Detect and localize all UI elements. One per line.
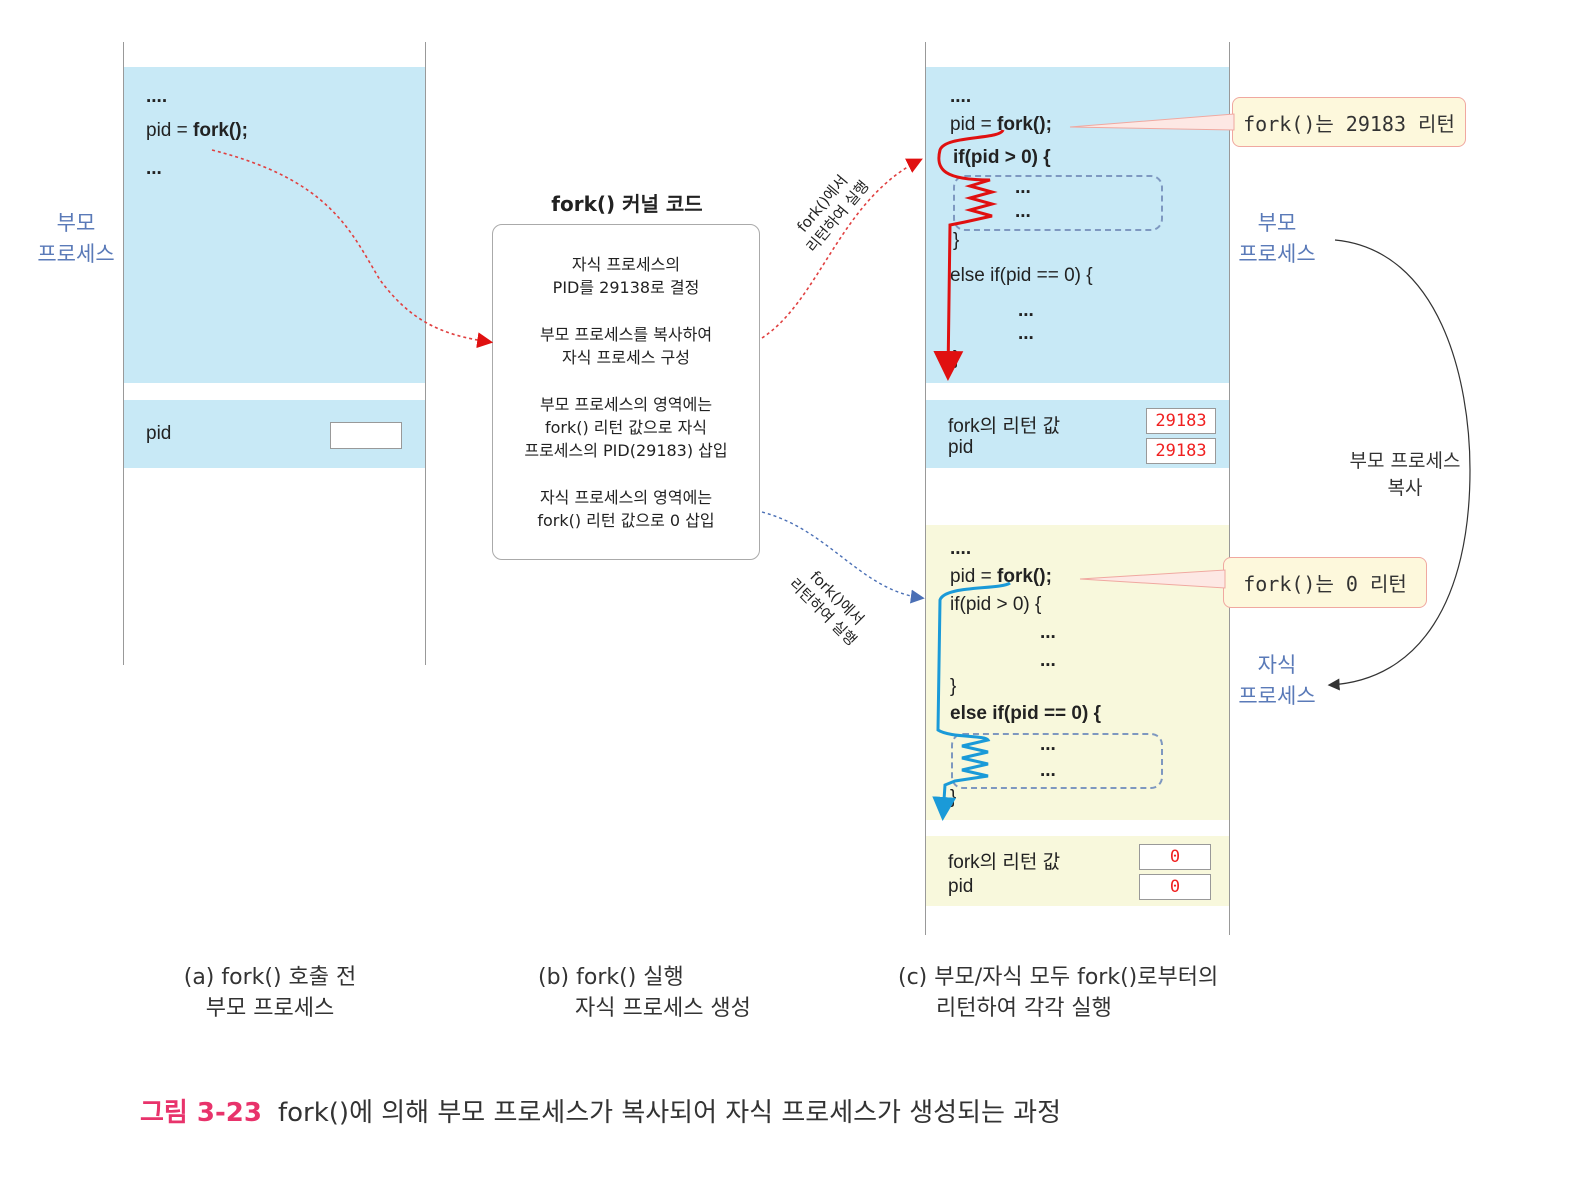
child-flow-arrow: [932, 581, 1011, 821]
code-line: pid = fork();: [950, 566, 1052, 588]
return-value-label: fork의 리턴 값: [948, 416, 1061, 437]
return-value-label: fork의 리턴 값: [948, 852, 1061, 873]
code-line: ...: [1040, 734, 1056, 755]
code-line: ...: [1040, 650, 1056, 671]
step-line: 자식 프로세스 구성: [562, 348, 690, 367]
kernel-step: 자식 프로세스의 PID를 29138로 결정: [493, 253, 759, 299]
code-line: ...: [146, 158, 162, 179]
pid-label: pid: [948, 876, 974, 897]
if-block-highlight: [953, 175, 1163, 231]
caption-line: (b) fork() 실행: [538, 965, 684, 990]
label-line: 프로세스: [1238, 684, 1316, 708]
parent-code-area: [124, 67, 425, 383]
pid-label: pid: [146, 423, 172, 444]
code-line: ...: [1018, 323, 1034, 344]
label-line: 복사: [1387, 477, 1423, 499]
caption-line: 리턴하여 각각 실행: [936, 996, 1112, 1021]
code-line: ...: [1015, 177, 1031, 198]
kernel-code-title: fork() 커널 코드: [551, 192, 703, 216]
code-line: pid = fork();: [146, 120, 248, 142]
child-return-arrow: [761, 511, 925, 604]
memory-right-border: [1229, 42, 1230, 935]
label-line: 부모: [56, 211, 96, 235]
code-line: ...: [1040, 622, 1056, 643]
return-value-box: 0: [1139, 844, 1211, 870]
step-line: 자식 프로세스의 영역에는: [539, 488, 713, 507]
figure-title: fork()에 의해 부모 프로세스가 복사되어 자식 프로세스가 생성되는 과…: [277, 1098, 1062, 1128]
code-text: pid =: [146, 120, 194, 141]
pid-value-box: 0: [1139, 874, 1211, 900]
code-text: pid =: [950, 114, 998, 135]
code-line: if(pid > 0) {: [950, 594, 1042, 615]
child-return-callout: fork()는 0 리턴: [1223, 557, 1427, 608]
parent-callout-pointer: [1069, 113, 1235, 131]
label-line: 자식: [1257, 653, 1297, 677]
code-line: ....: [950, 86, 972, 107]
caption-line: (a) fork() 호출 전: [183, 965, 357, 990]
copy-arrow: [1327, 239, 1471, 691]
code-text: pid =: [950, 566, 998, 587]
figure-number: 그림 3-23: [140, 1098, 262, 1128]
memory-right-border: [425, 42, 426, 665]
label-line: 부모 프로세스: [1349, 450, 1461, 472]
code-line: ...: [1015, 201, 1031, 222]
return-value-box: 29183: [1146, 408, 1216, 434]
else-block-highlight: [951, 733, 1163, 789]
code-line: ...: [1040, 760, 1056, 781]
code-line: ...: [1018, 300, 1034, 321]
code-line: else if(pid == 0) {: [950, 265, 1093, 286]
code-line: ....: [950, 538, 972, 559]
memory-left-border: [123, 42, 124, 665]
caption-line: 자식 프로세스 생성: [575, 996, 751, 1021]
call-fork-arrow: [211, 149, 494, 349]
pid-value-box: [330, 422, 402, 449]
code-line: ....: [146, 86, 168, 107]
step-line: fork() 리턴 값으로 0 삽입: [537, 511, 715, 530]
step-line: PID를 29138로 결정: [552, 278, 700, 297]
step-line: 프로세스의 PID(29183) 삽입: [524, 441, 728, 460]
step-line: fork() 리턴 값으로 자식: [544, 418, 708, 437]
parent-return-arrow: [761, 158, 923, 339]
caption-line: (c) 부모/자식 모두 fork()로부터의: [898, 965, 1219, 990]
label-line: 프로세스: [1238, 242, 1316, 266]
figure-caption: 그림 3-23 fork()에 의해 부모 프로세스가 복사되어 자식 프로세스가…: [140, 1092, 1061, 1129]
pid-value-box: 29183: [1146, 438, 1216, 464]
code-line: }: [950, 676, 957, 697]
pid-label: pid: [948, 437, 974, 458]
label-line: 부모: [1257, 211, 1297, 235]
step-line: 부모 프로세스를 복사하여: [539, 325, 713, 344]
step-line: 부모 프로세스의 영역에는: [539, 395, 713, 414]
memory-left-border: [925, 42, 926, 935]
parent-return-callout: fork()는 29183 리턴: [1232, 97, 1466, 147]
parent-flow-arrow: [933, 129, 1005, 381]
child-callout-pointer: [1079, 569, 1226, 589]
code-text: fork();: [997, 566, 1052, 587]
kernel-step: 자식 프로세스의 영역에는 fork() 리턴 값으로 0 삽입: [493, 486, 759, 532]
code-text: fork();: [193, 120, 248, 141]
label-line: 프로세스: [37, 242, 115, 266]
code-line: }: [953, 230, 960, 251]
caption-line: 부모 프로세스: [205, 996, 335, 1021]
code-line: if(pid > 0) {: [953, 147, 1051, 168]
step-line: 자식 프로세스의: [571, 255, 681, 274]
code-line: pid = fork();: [950, 114, 1052, 136]
code-line: else if(pid == 0) {: [950, 703, 1101, 724]
code-text: fork();: [997, 114, 1052, 135]
